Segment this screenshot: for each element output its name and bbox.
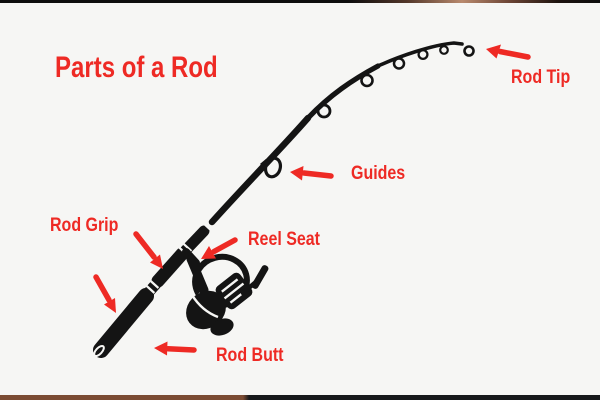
rod-blank-illustration — [208, 41, 475, 226]
guides-arrow — [290, 166, 334, 181]
rod-tip-arrow — [486, 44, 531, 60]
bottom-photo-strip — [0, 395, 600, 400]
rod-grip-arrow-lower — [93, 274, 116, 313]
label-reel-seat: Reel Seat — [248, 228, 321, 250]
reel-handle-knob — [251, 265, 269, 289]
main-grip — [93, 288, 154, 358]
rod-tip-curl — [463, 45, 475, 57]
guide-loops — [260, 45, 449, 179]
label-guides: Guides — [351, 162, 406, 184]
top-photo-strip — [0, 0, 600, 3]
label-rod-butt: Rod Butt — [216, 344, 284, 366]
rod-grip-arrow-upper — [133, 231, 163, 269]
guide-loop-large — [263, 156, 283, 179]
butt-cap-highlight — [93, 344, 105, 358]
label-rod-grip: Rod Grip — [50, 214, 119, 236]
label-rod-tip: Rod Tip — [511, 66, 571, 88]
reel-seat-arrow — [201, 237, 238, 259]
rod-butt-arrow — [154, 341, 197, 356]
reel-illustration — [182, 248, 269, 336]
page-title: Parts of a Rod — [55, 51, 218, 84]
